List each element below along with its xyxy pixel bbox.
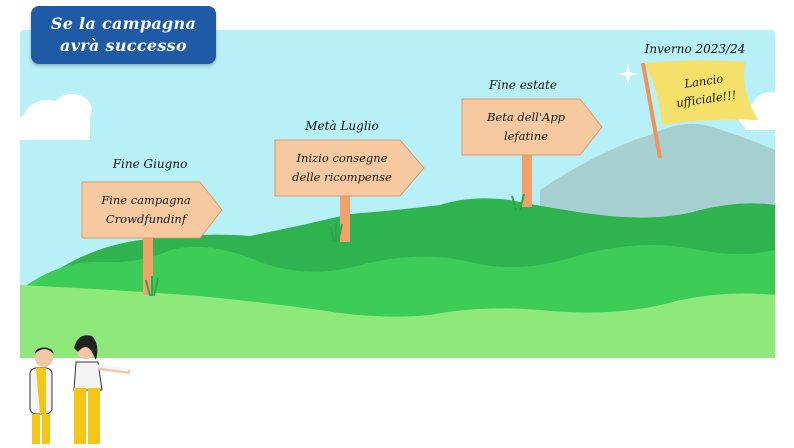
title-line-1: Se la campagna — [50, 14, 197, 33]
title-line-2: avrà successo — [60, 36, 187, 55]
milestone-date-1: Fine Giugno — [112, 157, 188, 171]
signpost-2-line-2: delle ricompense — [292, 170, 392, 184]
signpost-board-2 — [274, 139, 425, 197]
signpost-text-2: Inizio consegne delle ricompense — [277, 142, 407, 194]
signpost-board-3 — [461, 98, 603, 156]
title-banner: Se la campagna avrà successo — [31, 6, 216, 64]
signpost-text-1: Fine campagna Crowdfundinf — [84, 184, 208, 236]
signpost-pole-3 — [522, 155, 532, 207]
signpost-3-line-2: lefatine — [503, 129, 549, 143]
milestone-date-3: Fine estate — [489, 78, 557, 92]
signpost-1-line-2: Crowdfundinf — [105, 212, 187, 226]
people-illustration — [29, 335, 131, 444]
cloud-left-icon — [16, 94, 92, 140]
front-hill — [20, 285, 775, 358]
signpost-2-line-1: Inizio consegne — [296, 151, 388, 165]
sparkle-icon — [618, 64, 638, 84]
signpost-pole-1 — [143, 230, 153, 295]
milestone-date-2: Metà Luglio — [305, 119, 379, 133]
grass-tuft-icon — [145, 193, 525, 297]
flag-banner — [645, 60, 758, 125]
signpost-3-line-1: Beta dell'App — [486, 110, 566, 124]
signpost-1-line-1: Fine campagna — [101, 193, 191, 207]
milestone-date-4: Inverno 2023/24 — [644, 42, 746, 56]
signpost-pole-2 — [340, 190, 350, 242]
signpost-text-3: Beta dell'App lefatine — [464, 101, 588, 153]
flag-pole — [641, 62, 662, 159]
signpost-board-1 — [81, 181, 223, 239]
